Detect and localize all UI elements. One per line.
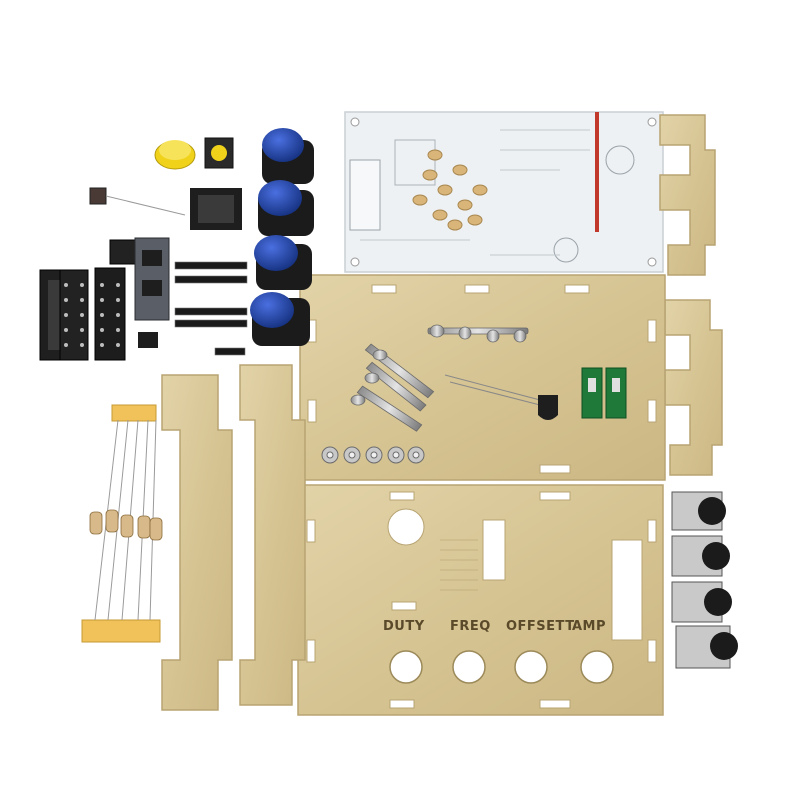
ic-sockets [39, 267, 126, 361]
acrylic-side-strips [161, 364, 306, 711]
tactile-switch [204, 137, 234, 169]
yellow-button-cap [154, 140, 196, 170]
acrylic-side-bracket-top [659, 114, 716, 276]
green-pcb-modules [581, 367, 627, 419]
side-pot-1 [671, 491, 726, 531]
side-pot-2 [671, 535, 730, 577]
side-pot-4 [675, 625, 738, 669]
knob-1 [262, 128, 314, 184]
panel-knob-holes [389, 650, 614, 684]
panel-label-offsett: OFFSETT [506, 619, 575, 634]
short-bolts [427, 324, 529, 343]
smd-chips [109, 237, 170, 348]
acrylic-front-panel: DUTY FREQ OFFSETT AMP [297, 484, 664, 716]
pin-headers [174, 261, 248, 356]
knob-3 [254, 235, 312, 290]
acrylic-top-panel [299, 274, 666, 481]
potentiometer-knobs [250, 128, 314, 346]
inductor [89, 187, 186, 216]
resistor-tape [81, 404, 163, 643]
panel-label-freq: FREQ [450, 619, 491, 634]
capacitor-cluster [412, 149, 488, 231]
machine-screws [350, 343, 435, 432]
hex-nuts [321, 446, 425, 464]
transistor [444, 374, 558, 420]
pcb-board [344, 111, 664, 273]
panel-potentiometers [671, 491, 738, 669]
panel-label-amp: AMP [572, 619, 606, 634]
rotary-encoder [190, 188, 242, 230]
side-pot-3 [671, 581, 732, 623]
acrylic-side-bracket-middle [664, 299, 723, 476]
panel-label-duty: DUTY [383, 619, 425, 634]
knob-4 [250, 292, 310, 346]
knob-2 [258, 180, 314, 236]
